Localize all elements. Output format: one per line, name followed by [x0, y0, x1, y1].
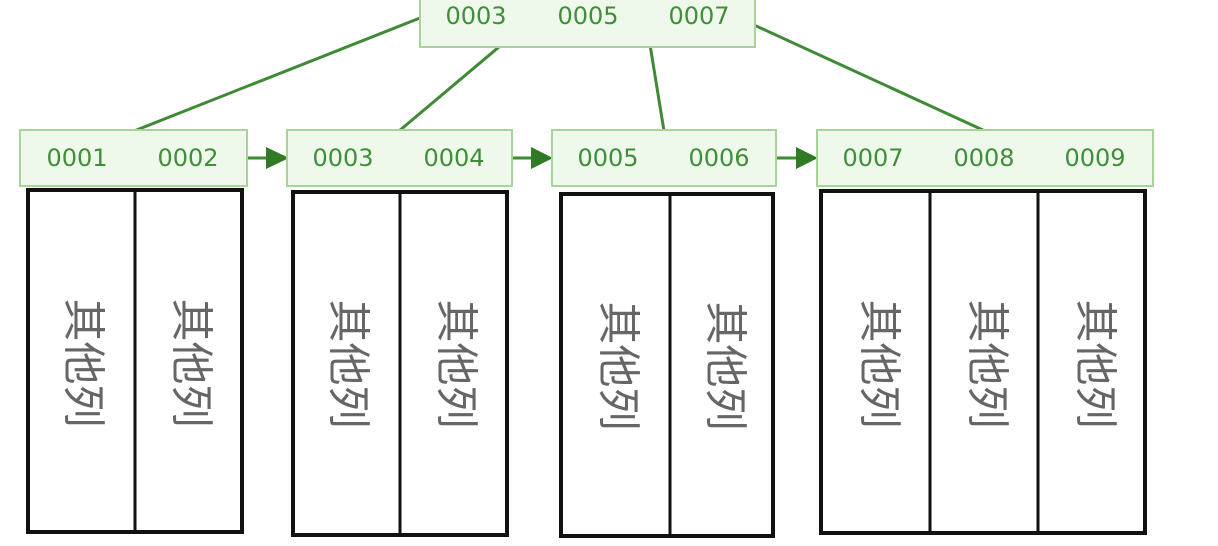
leaf-2-key-2: 0004 [423, 144, 484, 172]
root-key-1: 0003 [445, 2, 506, 30]
root-key-2: 0005 [557, 2, 618, 30]
leaf-2-key-box [286, 129, 513, 187]
leaf-3-to-leaf-4-arrow-head [796, 147, 818, 169]
leaf-4-record-box [819, 189, 1147, 535]
leaf-node-2: 0003 0004 其他列 其他列 [286, 129, 513, 537]
leaf-4-column-1-label: 其他列 [854, 300, 904, 429]
leaf-3-column-1-label: 其他列 [593, 302, 643, 431]
root-key-3: 0007 [668, 2, 729, 30]
root-node: 0003 0005 0007 [419, 0, 756, 48]
root-key-box [419, 0, 756, 48]
leaf-node-4: 0007 0008 0009 其他列 其他列 其他列 [816, 129, 1154, 535]
leaf-node-1: 0001 0002 其他列 其他列 [19, 129, 248, 534]
leaf-2-column-2-label: 其他列 [431, 300, 481, 429]
leaf-3-key-1: 0005 [577, 144, 638, 172]
leaf-2-to-leaf-3-arrow-head [531, 147, 553, 169]
leaf-4-column-2-label: 其他列 [962, 300, 1012, 429]
leaf-4-key-box [816, 129, 1154, 187]
leaf-1-key-box [19, 129, 248, 187]
leaf-3-record-box [559, 192, 775, 538]
leaf-3-key-2: 0006 [688, 144, 749, 172]
leaf-1-key-1: 0001 [46, 144, 107, 172]
leaf-2-column-1-label: 其他列 [323, 300, 373, 429]
leaf-4-key-2: 0008 [953, 144, 1014, 172]
leaf-1-column-2-label: 其他列 [166, 299, 216, 428]
leaf-2-key-1: 0003 [312, 144, 373, 172]
leaf-1-to-leaf-2-arrow-head [266, 147, 289, 169]
leaf-1-column-1-label: 其他列 [58, 299, 108, 428]
leaf-node-3: 0005 0006 其他列 其他列 [551, 129, 777, 538]
leaf-3-column-2-label: 其他列 [700, 302, 750, 431]
leaf-4-column-3-label: 其他列 [1070, 300, 1120, 429]
leaf-4-key-3: 0009 [1064, 144, 1125, 172]
leaf-4-key-1: 0007 [842, 144, 903, 172]
leaf-1-key-2: 0002 [157, 144, 218, 172]
leaf-3-key-box [551, 129, 777, 187]
root-to-leaf-1-edge [133, 16, 421, 133]
root-to-leaf-4-edge [740, 17, 986, 133]
